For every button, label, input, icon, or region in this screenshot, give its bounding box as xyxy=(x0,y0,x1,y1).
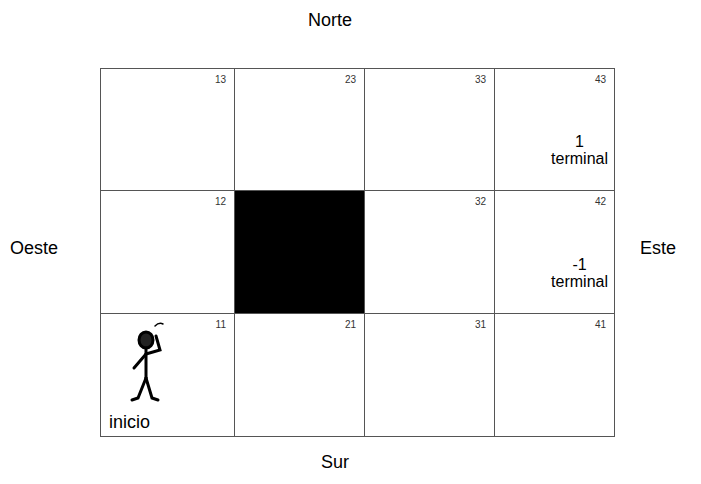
cell-coordinate: 33 xyxy=(475,74,486,85)
cell-coordinate: 21 xyxy=(345,319,356,330)
cell-coordinate: 43 xyxy=(595,74,606,85)
agent-figure xyxy=(132,323,163,400)
cell-coordinate: 13 xyxy=(215,74,226,85)
grid-cell: 43 1 terminal xyxy=(494,68,615,191)
grid-cell: 11 inicio xyxy=(100,313,235,437)
cell-coordinate: 31 xyxy=(475,319,486,330)
cell-coordinate: 12 xyxy=(215,196,226,207)
cell-coordinate: 23 xyxy=(345,74,356,85)
grid-cell: 31 xyxy=(364,313,495,437)
grid-cell: 32 xyxy=(364,190,495,314)
grid-cell: 21 xyxy=(234,313,365,437)
compass-label: Norte xyxy=(308,10,352,31)
cell-coordinate: 32 xyxy=(475,196,486,207)
blocked-cell xyxy=(234,190,364,313)
compass-label: Este xyxy=(640,238,676,259)
grid-cell: 41 xyxy=(494,313,615,437)
grid-cell: 12 xyxy=(100,190,235,314)
compass-label: Oeste xyxy=(10,238,58,259)
grid-cell: 33 xyxy=(364,68,495,191)
cell-coordinate: 42 xyxy=(595,196,606,207)
reward-label: 1 terminal xyxy=(551,133,608,168)
grid-cell: 13 xyxy=(100,68,235,191)
cell-coordinate: 41 xyxy=(595,319,606,330)
start-label: inicio xyxy=(109,412,150,433)
grid-cell: 42 -1 terminal xyxy=(494,190,615,314)
reward-label: -1 terminal xyxy=(551,256,608,291)
compass-label: Sur xyxy=(321,452,349,473)
cell-coordinate: 11 xyxy=(216,319,226,330)
grid-cell: 23 xyxy=(234,68,365,191)
